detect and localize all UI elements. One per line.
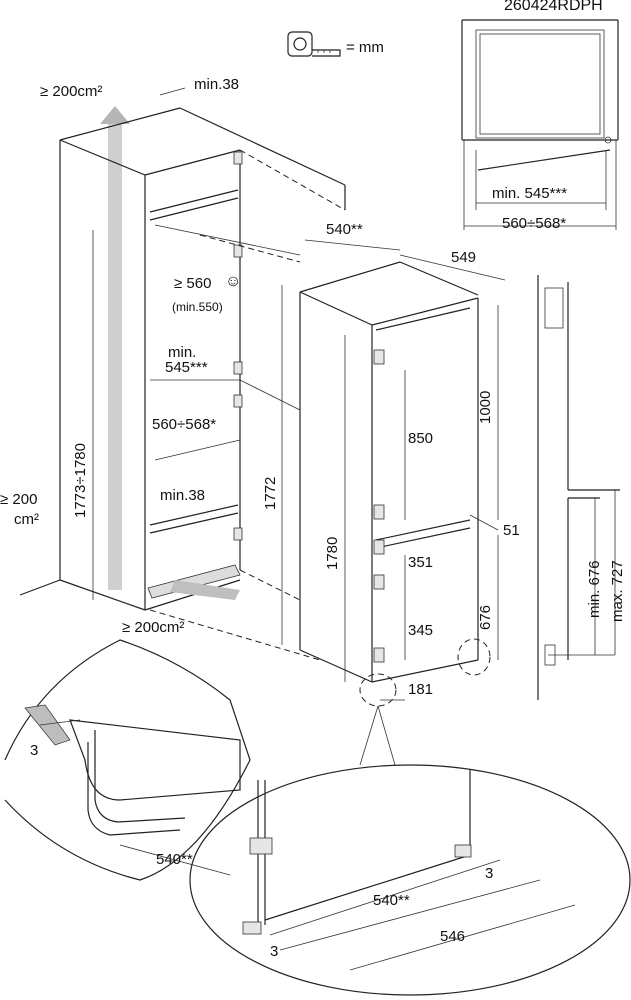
min38-top-label: min.38	[194, 76, 240, 93]
zoom-546-label: 546	[440, 928, 466, 945]
vent-top-label: ≥ 200cm²	[40, 83, 103, 100]
detail-3-label: 3	[30, 742, 39, 759]
h1780-label: 1780	[324, 536, 341, 570]
min550-label: (min.550)	[172, 300, 223, 314]
side-max727-label: max. 727	[609, 560, 626, 622]
depth-540-label: 540**	[326, 221, 363, 238]
h676-label: 676	[477, 604, 494, 630]
min545-label-line2: 545***	[165, 359, 208, 376]
bottom-left-detail	[4, 639, 251, 881]
vent-left-label-line2: cm²	[14, 511, 39, 528]
appliance	[299, 239, 506, 766]
niche-cabinet	[19, 87, 346, 661]
height-1773-label: 1773÷1780	[72, 443, 89, 518]
h345-label: 345	[408, 622, 434, 639]
top-560-568-label: 560÷568*	[502, 215, 567, 232]
zoom-3-left-label: 3	[270, 943, 279, 960]
min38-bottom-label: min.38	[160, 487, 206, 504]
top-min545-label: min. 545***	[492, 185, 568, 202]
zoom-3-right-label: 3	[485, 865, 494, 882]
detail-540-label: 540**	[156, 851, 193, 868]
h351-label: 351	[408, 554, 434, 571]
tape-measure-icon	[287, 31, 341, 57]
vent-bottom-label: ≥ 200cm²	[122, 619, 185, 636]
min560-label: ≥ 560	[174, 275, 212, 292]
top-plan-view	[461, 19, 619, 230]
w560-568-label: 560÷568*	[152, 416, 217, 433]
bottom-zoom	[189, 764, 631, 996]
zoom-540-label: 540**	[373, 892, 410, 909]
smiley-icon: ☺	[225, 273, 242, 290]
unit-label: = mm	[346, 39, 384, 56]
h850-label: 850	[408, 430, 434, 447]
h51-label: 51	[503, 522, 520, 539]
min545-label-line1: min.	[168, 344, 197, 361]
diagram-code: 260424RDPH	[504, 0, 603, 14]
h181-label: 181	[408, 681, 434, 698]
vent-left-label-line1: ≥ 200	[0, 491, 38, 508]
width-549-label: 549	[451, 249, 477, 266]
side-profile	[537, 275, 620, 700]
height-1772-label: 1772	[262, 476, 279, 510]
side-min676-label: min. 676	[586, 560, 603, 618]
h1000-label: 1000	[477, 390, 494, 424]
